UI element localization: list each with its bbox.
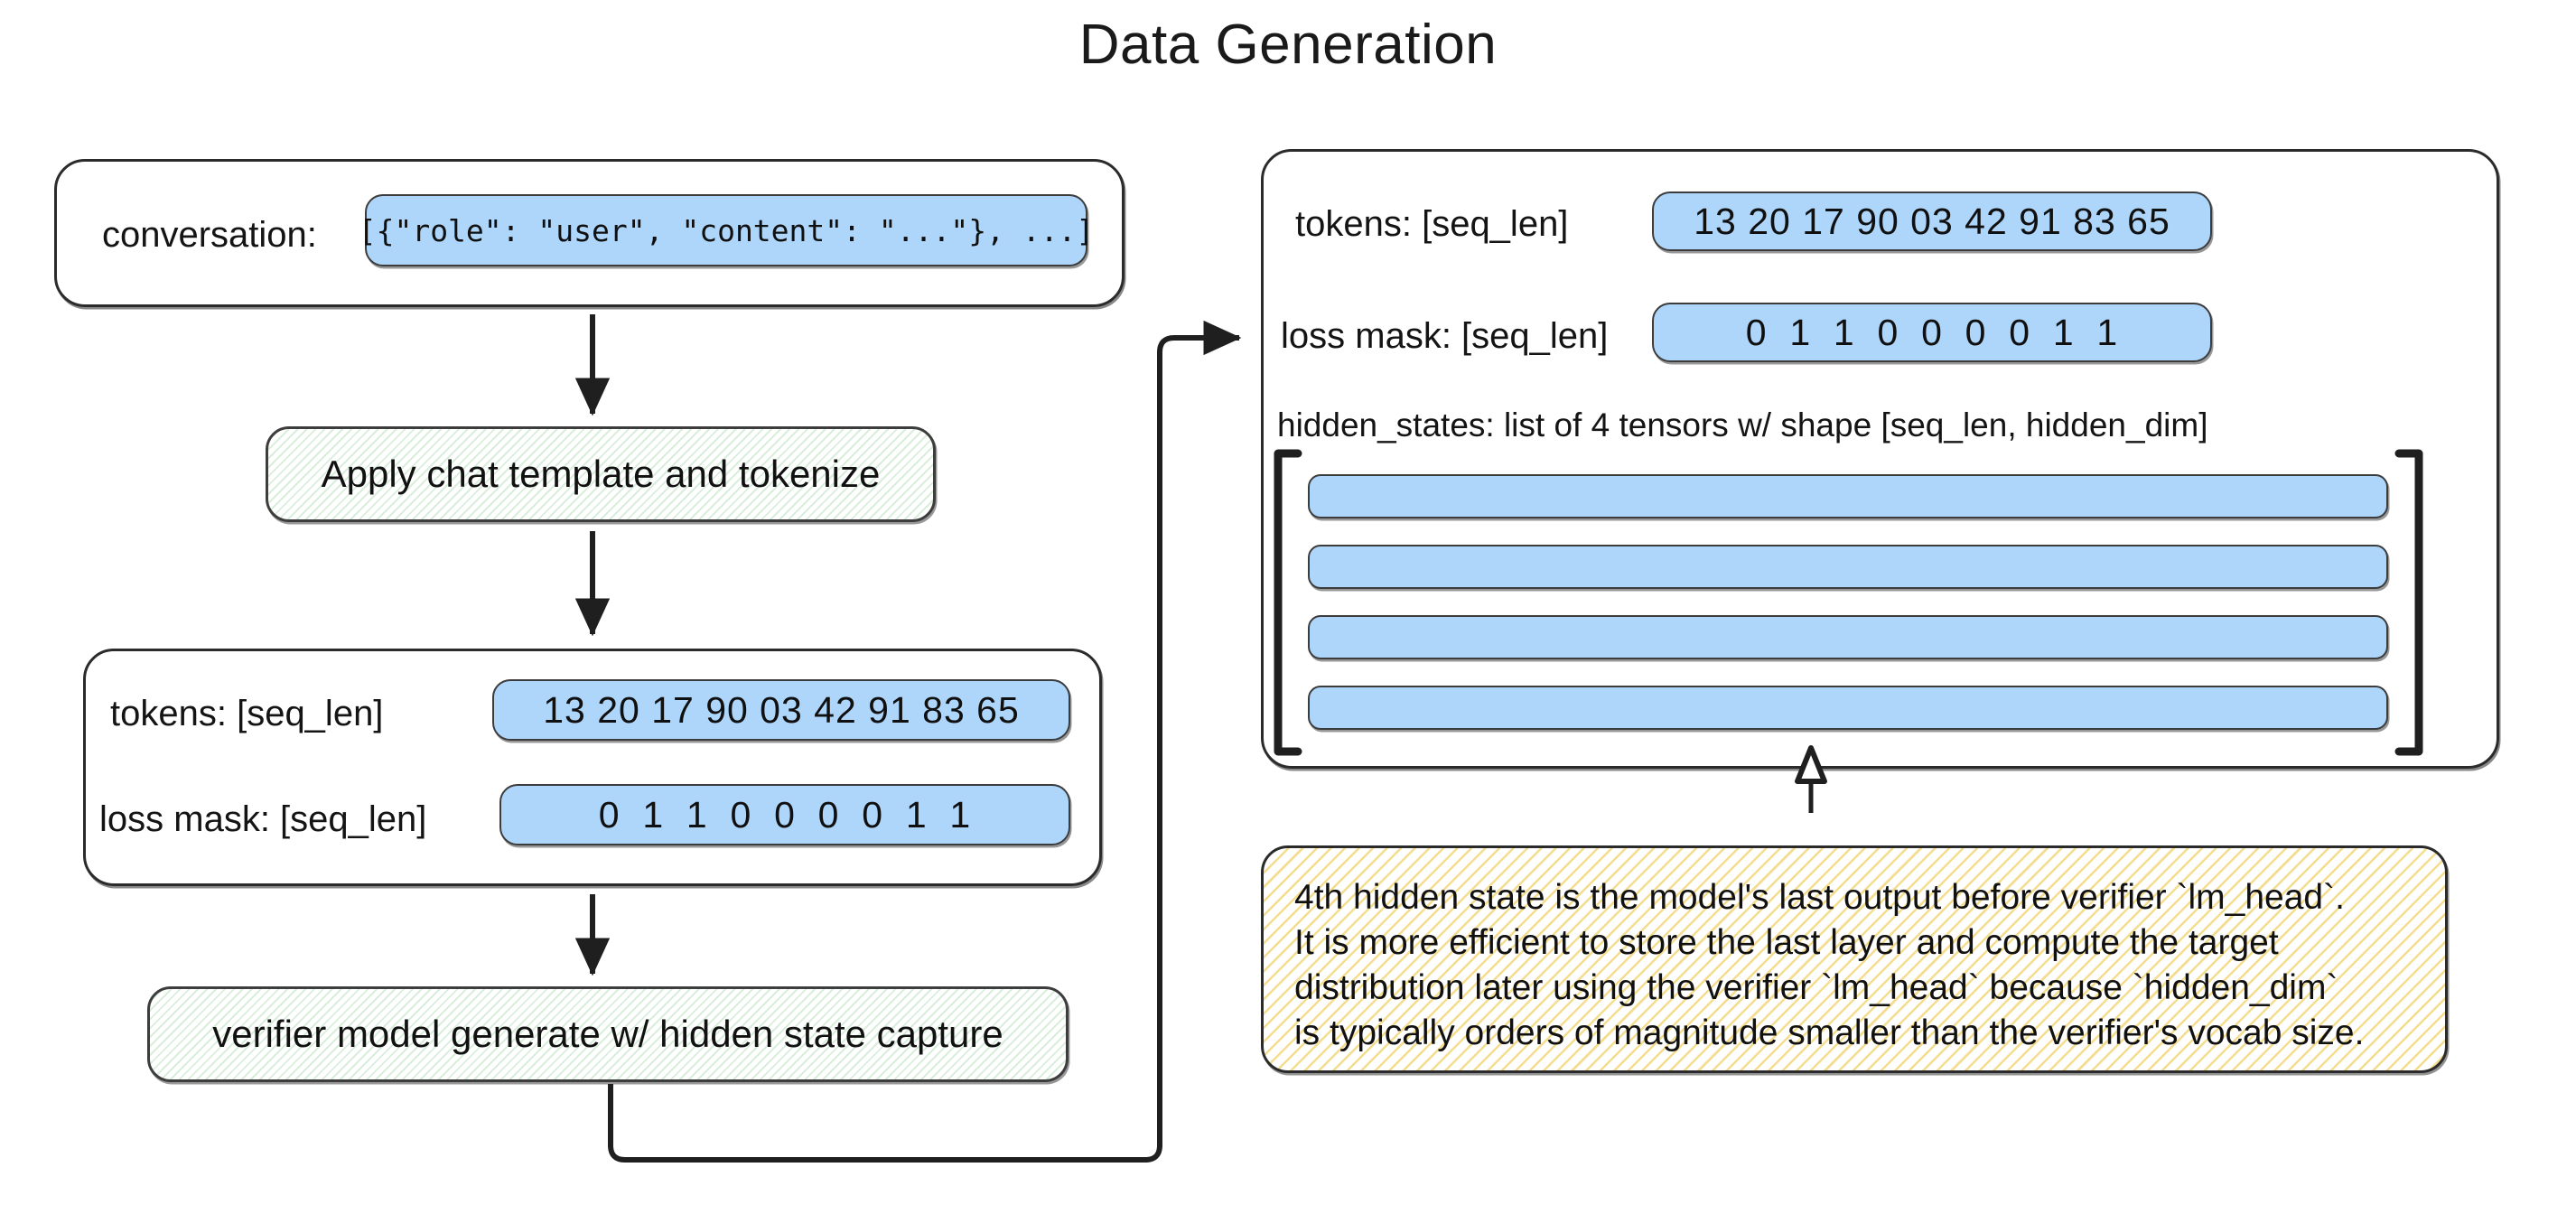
explanatory-note-box: 4th hidden state is the model's last out… [1261, 845, 2448, 1073]
tokens-value-pill: 13 20 17 90 03 42 91 83 65 [492, 679, 1070, 741]
output-record-panel [1261, 149, 2499, 769]
conversation-value-pill: [{"role": "user", "content": "..."}, ...… [359, 194, 1094, 266]
loss-mask-value-pill: 0 1 1 0 0 0 0 1 1 [499, 784, 1070, 845]
hidden-state-bar-2 [1308, 545, 2388, 589]
page-title: Data Generation [1078, 14, 1498, 76]
loss-mask-label: loss mask: [seq_len] [99, 799, 427, 839]
verifier-generate-box: verifier model generate w/ hidden state … [147, 986, 1069, 1082]
output-tokens-value-pill: 13 20 17 90 03 42 91 83 65 [1652, 191, 2212, 251]
output-loss-mask-label: loss mask: [seq_len] [1281, 316, 1609, 356]
note-line-1: 4th hidden state is the model's last out… [1294, 878, 2345, 917]
note-line-2: It is more efficient to store the last l… [1294, 922, 2279, 962]
hidden-states-label: hidden_states: list of 4 tensors w/ shap… [1277, 406, 2208, 444]
hidden-state-bar-3 [1308, 615, 2388, 659]
tokens-label: tokens: [seq_len] [110, 694, 384, 733]
note-line-3: distribution later using the verifier `l… [1294, 967, 2338, 1007]
note-line-4: is typically orders of magnitude smaller… [1294, 1013, 2365, 1052]
hidden-state-bar-4 [1308, 686, 2388, 730]
output-tokens-label: tokens: [seq_len] [1295, 204, 1569, 244]
hidden-state-bar-1 [1308, 474, 2388, 518]
conversation-label: conversation: [102, 215, 317, 255]
apply-chat-template-box: Apply chat template and tokenize [266, 426, 936, 522]
output-loss-mask-value-pill: 0 1 1 0 0 0 0 1 1 [1652, 303, 2212, 362]
